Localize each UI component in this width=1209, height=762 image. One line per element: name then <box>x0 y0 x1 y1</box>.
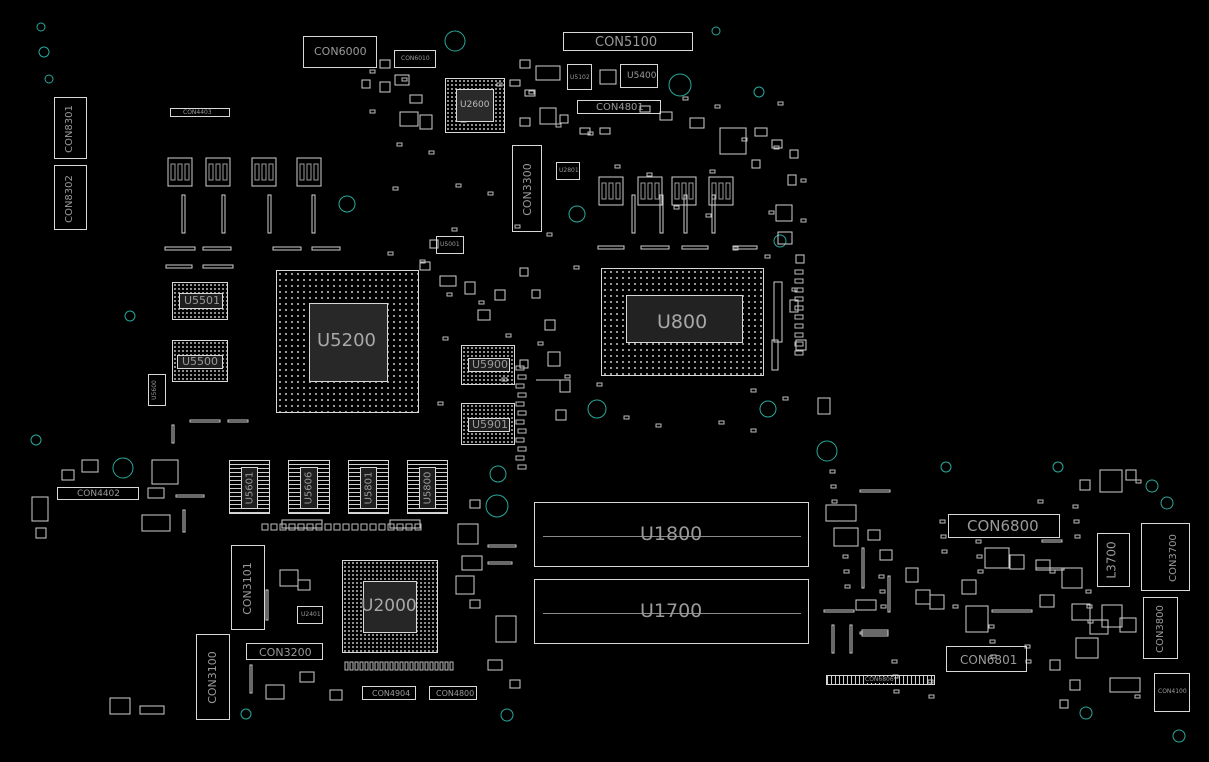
con4402-connector: CON4402 <box>57 487 139 500</box>
u2801-chip: U2801 <box>556 162 580 180</box>
u1800-dimm-slot: U1800 <box>534 502 809 567</box>
con3300-connector: CON3300 <box>512 145 542 232</box>
u2000-chip: U2000 <box>342 560 438 653</box>
u5601-label: U5601 <box>244 471 256 505</box>
con3800-connector: CON3800 <box>1143 597 1178 659</box>
con5100-connector: CON5100 <box>563 32 693 51</box>
l3700-label: L3700 <box>1104 541 1119 579</box>
u5600-chip: U5600 <box>148 374 166 406</box>
con4904-connector: CON4904 <box>362 686 416 700</box>
con3800-label: CON3800 <box>1154 605 1166 653</box>
con3100-connector: CON3100 <box>196 634 230 720</box>
con8302-label: CON8302 <box>63 175 75 223</box>
con3200-label: CON3200 <box>259 646 312 659</box>
con3200-connector: CON3200 <box>246 643 323 660</box>
u1700-label: U1700 <box>640 600 703 622</box>
u2801-label: U2801 <box>559 167 579 174</box>
con5100-label: CON5100 <box>595 35 658 50</box>
u5001-label: U5001 <box>440 241 460 248</box>
u1800-label: U1800 <box>640 523 703 545</box>
con3700-label: CON3700 <box>1167 534 1179 582</box>
u5102-label: U5102 <box>570 74 590 81</box>
con3300-label: CON3300 <box>520 163 534 216</box>
u5600-label: U5600 <box>150 380 158 400</box>
u5400-label: U5400 <box>627 71 657 81</box>
u2600-chip: U2600 <box>445 78 505 133</box>
con3101-connector: CON3101 <box>231 545 265 630</box>
con4801-label: CON4801 <box>596 102 644 113</box>
con3101-label: CON3101 <box>240 562 254 615</box>
con6010-connector: CON6010 <box>394 50 436 68</box>
con4904-label: CON4904 <box>372 689 411 698</box>
con4402-label: CON4402 <box>77 489 121 499</box>
u2401-label: U2401 <box>301 611 321 618</box>
con6000-label: CON6000 <box>314 45 367 58</box>
u5900-chip: U5900 <box>461 345 515 385</box>
con6800-connector: CON6800 <box>948 514 1060 538</box>
u800-chip: U800 <box>601 268 764 376</box>
con4403-connector: CON4403 <box>170 108 230 117</box>
u1700-dimm-slot: U1700 <box>534 579 809 644</box>
u5500-label: U5500 <box>182 355 219 368</box>
u800-label: U800 <box>657 311 708 333</box>
u5001-chip: U5001 <box>436 236 464 254</box>
u5606-label: U5606 <box>303 471 315 505</box>
con6801-connector: CON6801 <box>946 646 1027 672</box>
u2600-label: U2600 <box>460 100 490 110</box>
con6010-label: CON6010 <box>401 55 430 62</box>
con8301-connector: CON8301 <box>54 97 87 159</box>
con3100-label: CON3100 <box>205 651 219 704</box>
con4801-connector: CON4801 <box>577 100 661 114</box>
u5900-label: U5900 <box>472 358 509 371</box>
u5102-chip: U5102 <box>567 64 592 90</box>
u5601-chip: U5601 <box>229 460 270 514</box>
u5200-label: U5200 <box>317 330 376 351</box>
con6800-label: CON6800 <box>967 517 1039 535</box>
u5901-label: U5901 <box>472 418 509 431</box>
u5800-label: U5800 <box>422 471 434 505</box>
con6000-connector: CON6000 <box>303 36 377 68</box>
con6801-label: CON6801 <box>960 653 1018 667</box>
u5200-chip: U5200 <box>276 270 419 413</box>
con8302-connector: CON8302 <box>54 165 87 230</box>
con4403-label: CON4403 <box>183 109 212 116</box>
l3700-inductor: L3700 <box>1097 533 1130 587</box>
u5801-chip: U5801 <box>348 460 389 514</box>
u5500-chip: U5500 <box>172 340 228 382</box>
u2401-chip: U2401 <box>297 606 323 624</box>
u5400-chip: U5400 <box>620 64 658 88</box>
con3700-connector: CON3700 <box>1141 523 1190 591</box>
con4100-label: CON4100 <box>1158 688 1187 695</box>
con6806-label: CON6806 <box>865 676 894 683</box>
con4800-connector: CON4800 <box>429 686 477 700</box>
con4800-label: CON4800 <box>436 689 475 698</box>
u5801-label: U5801 <box>363 471 375 505</box>
u5800-chip: U5800 <box>407 460 448 514</box>
con8301-label: CON8301 <box>63 105 75 153</box>
u5501-chip: U5501 <box>172 282 228 320</box>
con6806-connector: CON6806 <box>826 675 935 685</box>
u5606-chip: U5606 <box>288 460 330 514</box>
u2000-label: U2000 <box>361 596 417 616</box>
con4100-connector: CON4100 <box>1154 673 1190 712</box>
u5901-chip: U5901 <box>461 403 515 445</box>
u5501-label: U5501 <box>184 294 221 307</box>
